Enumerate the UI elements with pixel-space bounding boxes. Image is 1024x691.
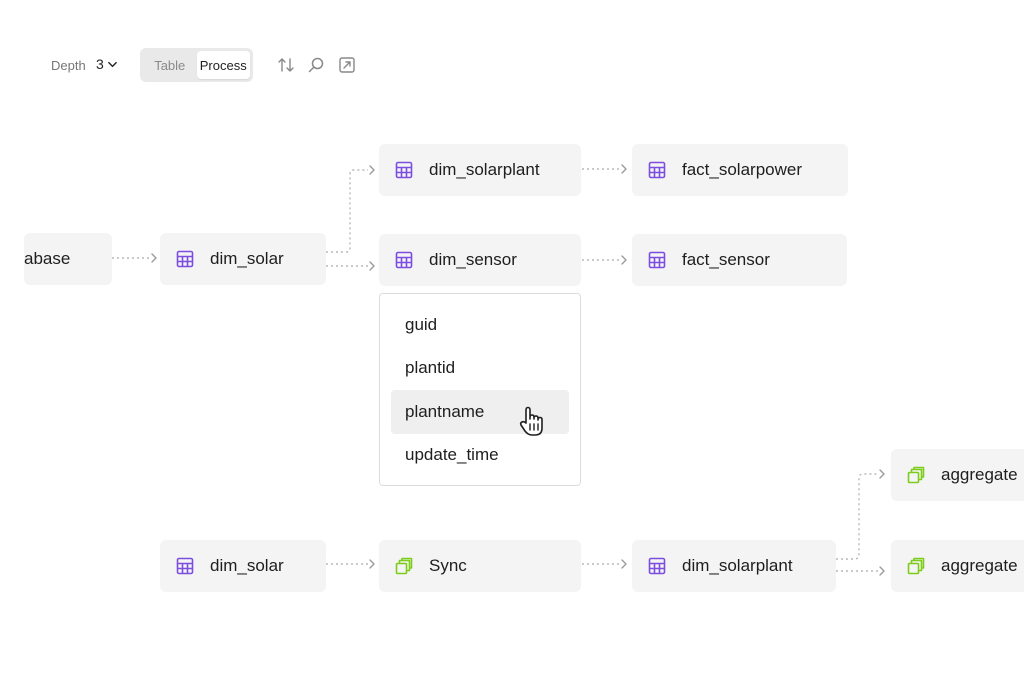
node-aggregate-1[interactable]: aggregate <box>891 449 1024 501</box>
process-icon <box>395 557 413 575</box>
node-label: dim_solar <box>210 556 284 575</box>
node-dim-sensor[interactable]: dim_sensor <box>379 234 581 286</box>
node-label: fact_solarpower <box>682 160 803 179</box>
column-item[interactable]: update_time <box>405 445 499 464</box>
view-toggle: Table Process <box>140 48 253 82</box>
table-icon <box>648 557 666 575</box>
process-icon <box>907 466 925 484</box>
chevron-down-icon <box>107 61 117 67</box>
arrow-icon <box>151 253 157 263</box>
node-label: fact_sensor <box>682 250 770 269</box>
node-dim-solar-2[interactable]: dim_solar <box>160 540 326 592</box>
depth-value: 3 <box>96 56 104 72</box>
node-fact-solarpower[interactable]: fact_solarpower <box>632 144 848 196</box>
column-item[interactable]: guid <box>405 315 438 334</box>
node-label: dim_solar <box>210 249 284 268</box>
swap-icon[interactable] <box>275 54 297 76</box>
arrow-icon <box>369 559 375 569</box>
process-view-option[interactable]: Process <box>196 51 250 79</box>
node-aggregate-2[interactable]: aggregate <box>891 540 1024 592</box>
node-label: aggregate <box>941 465 1018 484</box>
node-fact-sensor[interactable]: fact_sensor <box>632 234 847 286</box>
search-icon[interactable] <box>305 54 327 76</box>
node-label: aggregate <box>941 556 1018 575</box>
arrow-icon <box>621 559 627 569</box>
node-dim-solar[interactable]: dim_solar <box>160 233 326 285</box>
table-icon <box>648 161 666 179</box>
arrow-icon <box>369 165 375 175</box>
node-label: dim_solarplant <box>429 160 540 179</box>
arrow-icon <box>879 469 885 479</box>
node-label: dim_solarplant <box>682 556 793 575</box>
node-label: abase <box>24 249 71 268</box>
table-icon <box>176 557 194 575</box>
node-dim-solarplant-2[interactable]: dim_solarplant <box>632 540 836 592</box>
column-item[interactable]: plantid <box>405 358 456 377</box>
arrow-icon <box>621 255 627 265</box>
node-sync[interactable]: Sync <box>379 540 581 592</box>
column-list: guid plantid plantname update_time <box>379 293 581 486</box>
hand-cursor-icon <box>519 406 543 436</box>
table-icon <box>395 251 413 269</box>
edge <box>836 473 878 560</box>
table-icon <box>395 161 413 179</box>
depth-label: Depth <box>51 58 86 73</box>
table-icon <box>648 251 666 269</box>
table-icon <box>176 250 194 268</box>
table-view-option[interactable]: Table <box>154 57 186 73</box>
process-icon <box>907 557 925 575</box>
arrow-icon <box>369 261 375 271</box>
edge <box>326 169 368 253</box>
depth-select[interactable]: 3 <box>96 56 118 72</box>
node-database[interactable]: abase <box>24 233 112 285</box>
arrow-icon <box>621 164 627 174</box>
node-label: Sync <box>429 556 467 575</box>
node-label: dim_sensor <box>429 250 517 269</box>
expand-icon[interactable] <box>336 54 358 76</box>
arrow-icon <box>879 566 885 576</box>
node-dim-solarplant[interactable]: dim_solarplant <box>379 144 581 196</box>
